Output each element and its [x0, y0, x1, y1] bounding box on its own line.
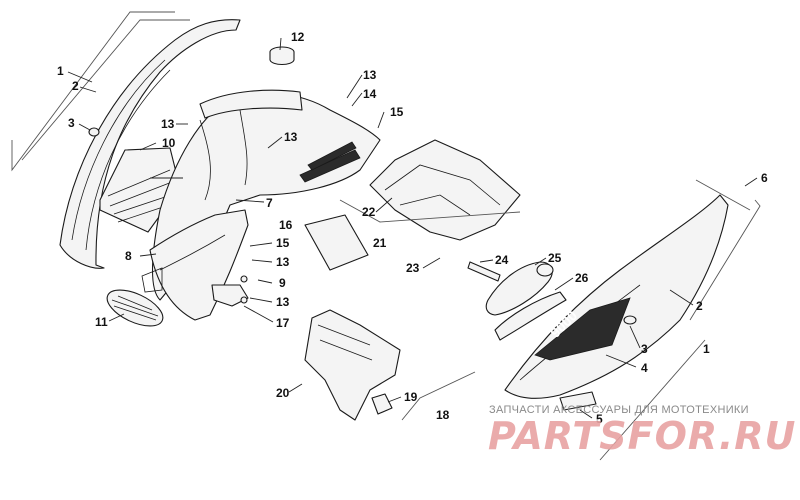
callout-13-a: 13 — [161, 117, 175, 131]
left-bracket-lines — [11, 11, 190, 172]
callout-23: 23 — [406, 261, 420, 275]
callout-3-right: 3 — [641, 342, 648, 356]
watermark-caption: ЗАПЧАСТИ АКСЕССУАРЫ ДЛЯ МОТОТЕХНИКИ — [489, 404, 749, 416]
bracket-21 — [339, 199, 521, 223]
lower-nose-panel — [141, 209, 249, 321]
callout-17: 17 — [276, 316, 290, 330]
callout-11: 11 — [95, 315, 108, 329]
callout-18: 18 — [436, 408, 450, 422]
callout-16: 16 — [279, 218, 293, 232]
callout-4: 4 — [641, 361, 648, 375]
part-11-mesh — [106, 289, 164, 327]
callout-1-left: 1 — [57, 64, 64, 78]
callout-13-d: 13 — [276, 255, 290, 269]
right-bracket-lines — [599, 179, 761, 461]
part-24-rod — [467, 261, 501, 282]
part-16-screen — [304, 214, 369, 271]
callout-1-right: 1 — [703, 342, 710, 356]
callout-19: 19 — [404, 390, 418, 404]
callout-2-left: 2 — [72, 79, 79, 93]
right-side-panel — [504, 194, 729, 399]
watermark-logo: PARTSFOR.RU — [488, 414, 797, 458]
callout-22: 22 — [362, 205, 376, 219]
callout-14: 14 — [363, 87, 377, 101]
part-5-plate — [559, 391, 597, 411]
callout-13-e: 13 — [276, 295, 290, 309]
callout-24: 24 — [495, 253, 509, 267]
part-26-holder — [494, 291, 567, 341]
leader-lines — [67, 37, 758, 419]
callout-7: 7 — [266, 196, 273, 210]
callout-13-c: 13 — [284, 130, 298, 144]
part-17-bracket — [211, 275, 249, 307]
callout-15-b: 15 — [276, 236, 290, 250]
callout-3-left: 3 — [68, 116, 75, 130]
callout-25: 25 — [548, 251, 562, 265]
callout-12: 12 — [291, 30, 305, 44]
main-hood — [151, 89, 381, 301]
callout-20: 20 — [276, 386, 290, 400]
callout-21: 21 — [373, 236, 387, 250]
callout-2-right: 2 — [696, 299, 703, 313]
callout-6: 6 — [761, 171, 768, 185]
callout-5: 5 — [596, 412, 603, 426]
part-25-lamp — [485, 261, 554, 316]
bracket-18 — [401, 371, 476, 421]
callout-10: 10 — [162, 136, 176, 150]
callout-9: 9 — [279, 276, 286, 290]
callout-26: 26 — [575, 271, 589, 285]
part-18-lower-panel — [304, 309, 401, 421]
part-22-tray — [369, 139, 521, 241]
part-12-cap — [269, 46, 295, 66]
callout-8: 8 — [125, 249, 132, 263]
callout-15-a: 15 — [390, 105, 404, 119]
callout-13-b: 13 — [363, 68, 377, 82]
left-side-panel — [59, 19, 241, 269]
part-19-clip — [371, 393, 393, 415]
